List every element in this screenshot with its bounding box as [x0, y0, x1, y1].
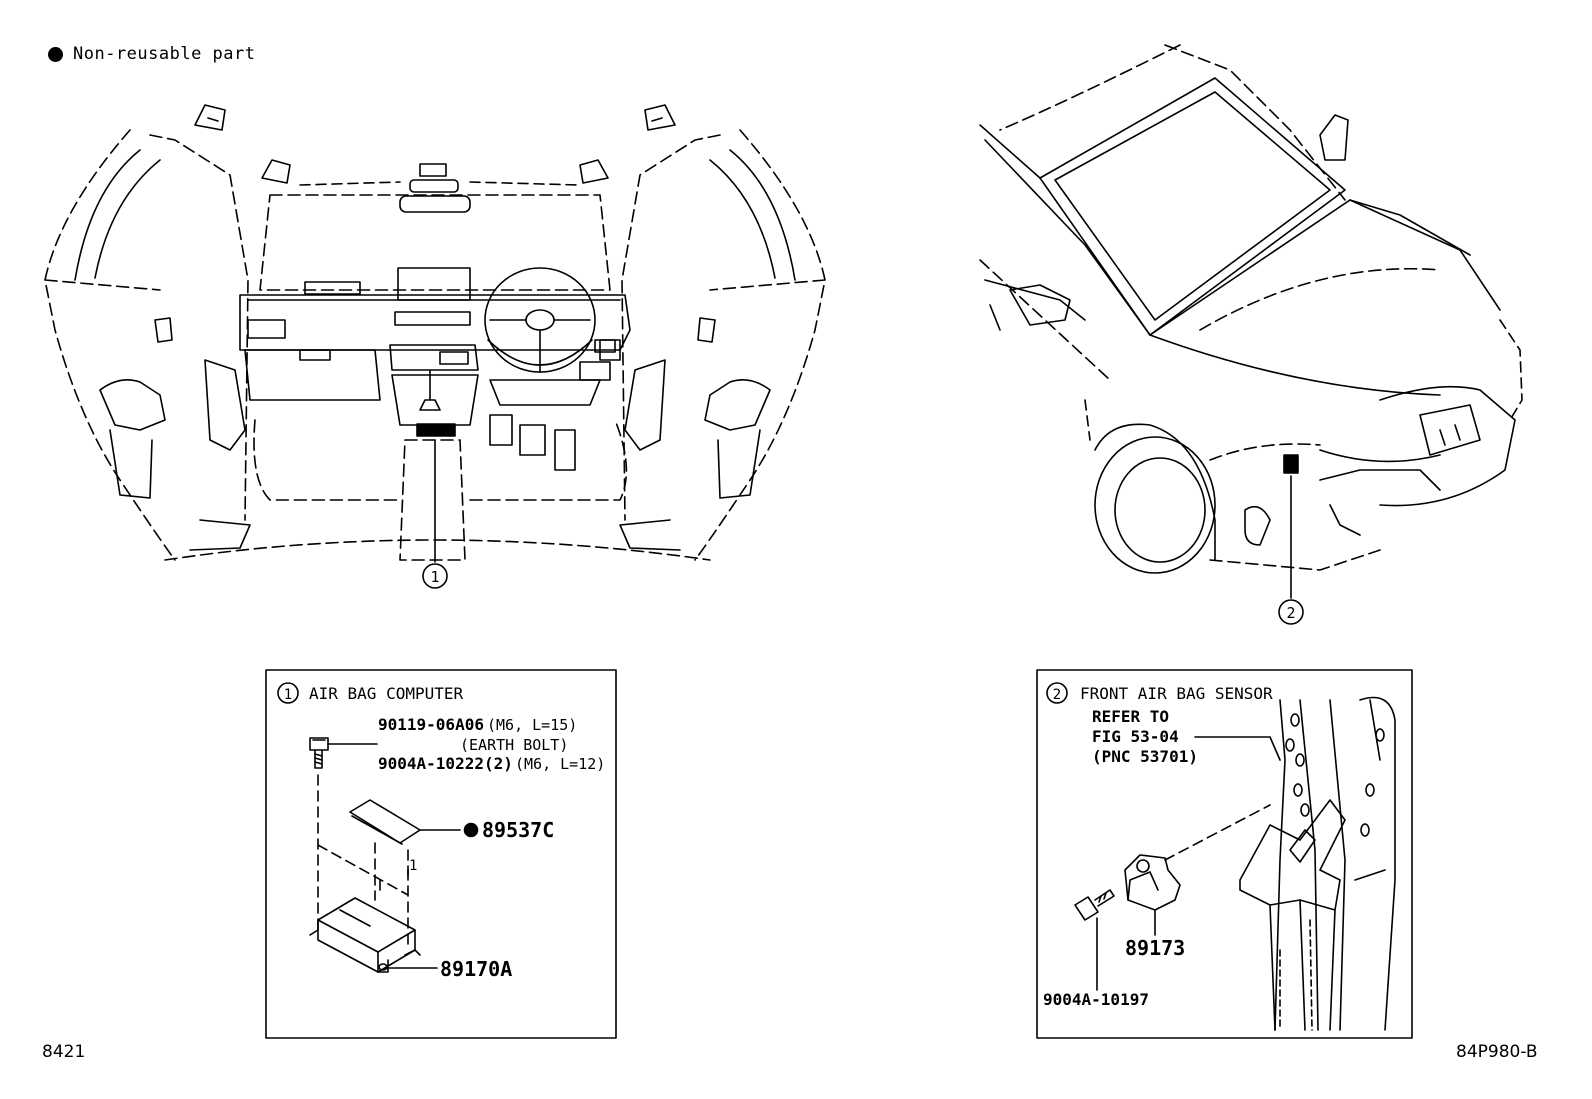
callout-1-number: 1 — [430, 568, 439, 586]
vehicle-front-drawing — [979, 44, 1523, 599]
reference-line-1: REFER TO — [1092, 707, 1169, 726]
front-airbag-sensor-icon — [1124, 854, 1181, 936]
vehicle-interior-drawing — [44, 104, 826, 563]
sensor-part-number: 89173 — [1125, 936, 1185, 960]
figure-code: 84P980-B — [1456, 1042, 1538, 1062]
non-reusable-dot-icon — [48, 46, 63, 62]
page-number-left: 8421 — [42, 1042, 86, 1062]
bolt2-part-number: 9004A-10222(2) — [378, 754, 513, 773]
bolt-part-number: 90119-06A06 — [378, 715, 484, 734]
box-1-frame — [265, 669, 617, 1039]
label-sheet-icon — [349, 799, 421, 845]
reference-line-3: (PNC 53701) — [1092, 747, 1198, 766]
dimension-label: 1 — [409, 858, 417, 874]
box-1-index: 1 — [284, 687, 292, 703]
bolt2-spec: (M6, L=12) — [515, 755, 605, 773]
box-1-title: AIR BAG COMPUTER — [309, 684, 463, 703]
bolt-note: (EARTH BOLT) — [460, 736, 568, 754]
callout-2-number: 2 — [1286, 604, 1295, 622]
computer-part-number: 89170A — [440, 957, 512, 981]
legend-text: Non-reusable part — [73, 44, 256, 64]
bolt-spec: (M6, L=15) — [487, 716, 577, 734]
box-2-title: FRONT AIR BAG SENSOR — [1080, 684, 1273, 703]
airbag-computer-icon — [309, 897, 421, 973]
legend: Non-reusable part — [48, 44, 256, 64]
body-panel-drawing — [1239, 696, 1396, 1031]
reference-line-2: FIG 53-04 — [1092, 727, 1179, 746]
label-part-number: 89537C — [482, 818, 554, 842]
box-2-index: 2 — [1053, 687, 1061, 703]
sensor-bolt-icon — [1074, 889, 1115, 921]
bolt-icon — [309, 737, 329, 769]
non-reusable-dot-icon — [463, 822, 479, 838]
sensor-bolt-part-number: 9004A-10197 — [1043, 990, 1149, 1009]
box-2-frame — [1036, 669, 1413, 1039]
